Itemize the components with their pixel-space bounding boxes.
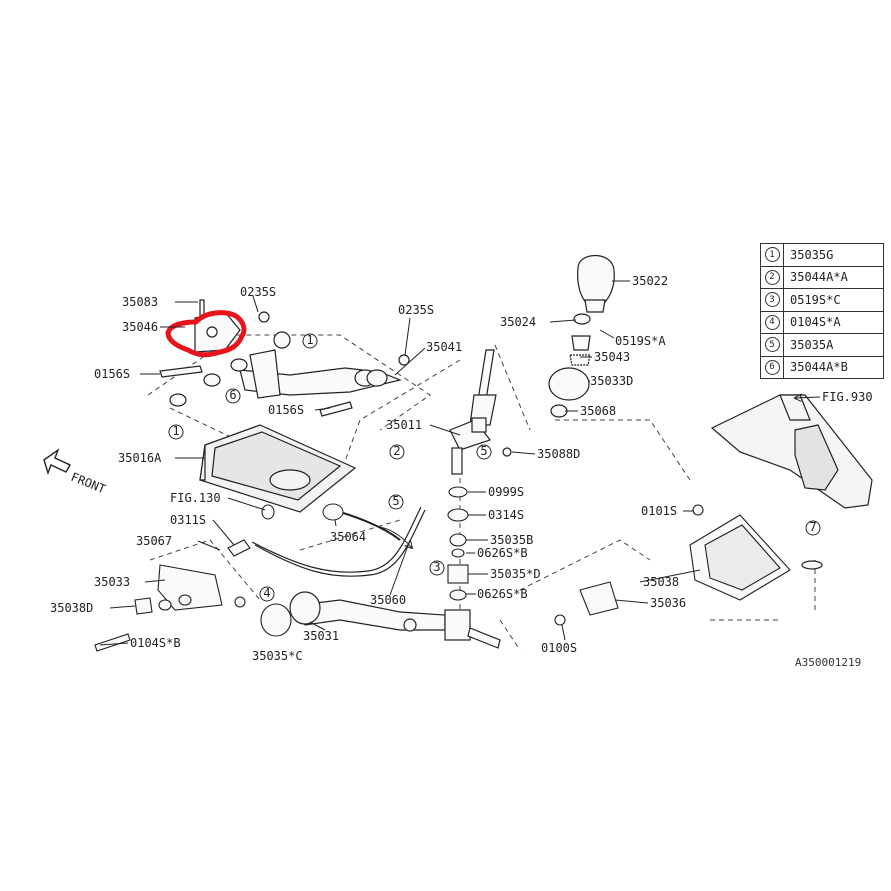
legend-row: 5 35035A [761,334,883,357]
legend-part-code: 35035G [790,247,834,262]
legend-number: 6 [761,356,784,378]
callout-7: 7 [809,520,816,534]
label-0104SB: 0104S*B [130,636,181,650]
label-35035C: 35035*C [252,649,303,663]
label-35024: 35024 [500,315,536,329]
label-0235S-b: 0235S [398,303,434,317]
front-label: FRONT [69,470,108,497]
grommet-35064 [322,503,344,521]
label-35036: 35036 [650,596,686,610]
label-0999S: 0999S [488,485,524,499]
label-35031: 35031 [303,629,339,643]
legend-table: 1 35035G 2 35044A*A 3 0519S*C 4 0104S*A 5 35035A 6… [760,243,884,379]
left-bracket [94,504,292,652]
label-0626SB-a: 0626S*B [477,546,528,560]
callout-3: 3 [433,560,440,574]
label-0519SA: 0519S*A [615,334,666,348]
label-35064: 35064 [330,530,366,544]
label-FIG130: FIG.130 [170,491,221,505]
legend-number: 2 [761,266,784,288]
shift-lever [449,349,512,475]
bracket-35046 [194,311,241,353]
label-0311S: 0311S [170,513,206,527]
part-labels: 35083 35046 0235S 0235S 0156S 0156S 3504… [50,274,873,663]
cable [251,506,426,577]
legend-number: 5 [761,334,784,356]
label-0626SB-b: 0626S*B [477,587,528,601]
legend-number: 1 [761,244,784,266]
label-35046: 35046 [122,320,158,334]
legend-part-code: 0104S*A [790,315,841,330]
callout-6: 6 [229,388,236,402]
label-35068: 35068 [580,404,616,418]
label-0235S-a: 0235S [240,285,276,299]
label-35060: 35060 [370,593,406,607]
callout-4: 4 [263,586,270,600]
legend-number: 3 [761,289,784,311]
callout-1b: 1 [172,424,179,438]
label-35041: 35041 [426,340,462,354]
right-bracket [554,504,791,626]
legend-row: 6 35044A*B [761,356,883,378]
lower-rod [289,591,501,649]
label-35022: 35022 [632,274,668,288]
callout-numbers: 1 6 1 2 5 5 3 4 7 [172,333,816,600]
label-35033D: 35033D [590,374,633,388]
label-35083: 35083 [122,295,158,309]
label-35016A: 35016A [118,451,162,465]
label-0101S: 0101S [641,504,677,518]
legend-part-code: 35044A*B [790,360,848,375]
label-35067: 35067 [136,534,172,548]
callout-2: 2 [393,444,400,458]
callout-5a: 5 [480,444,487,458]
callout-5b: 5 [392,494,399,508]
bushing-stack [447,486,469,601]
legend-row: 1 35035G [761,244,883,267]
label-0314S: 0314S [488,508,524,522]
callout-circles [168,333,821,602]
highlight-outline [165,310,247,358]
label-35035B: 35035B [490,533,533,547]
label-0100S: 0100S [541,641,577,655]
legend-part-code: 35035A [790,337,834,352]
legend-row: 2 35044A*A [761,266,883,289]
shift-knob [548,255,615,418]
legend-part-code: 35044A*A [790,270,848,285]
label-35033: 35033 [94,575,130,589]
front-arrow: FRONT [43,448,108,497]
label-35043: 35043 [594,350,630,364]
base-plate [199,424,357,513]
shift-rod [159,299,410,417]
legend-part-code: 0519S*C [790,292,841,307]
legend-row: 3 0519S*C [761,289,883,312]
label-35035D: 35035*D [490,567,541,581]
label-0156S-b: 0156S [268,403,304,417]
label-35038: 35038 [643,575,679,589]
label-35088D: 35088D [537,447,580,461]
legend-number: 4 [761,311,784,333]
label-35011: 35011 [386,418,422,432]
callout-1a: 1 [306,333,313,347]
console-boot [710,394,873,570]
label-35038D: 35038D [50,601,93,615]
label-0156S-a: 0156S [94,367,130,381]
diagram-id: A350001219 [795,656,862,669]
label-FIG930: FIG.930 [822,390,873,404]
legend-row: 4 0104S*A [761,311,883,334]
leader-lines [99,280,821,646]
